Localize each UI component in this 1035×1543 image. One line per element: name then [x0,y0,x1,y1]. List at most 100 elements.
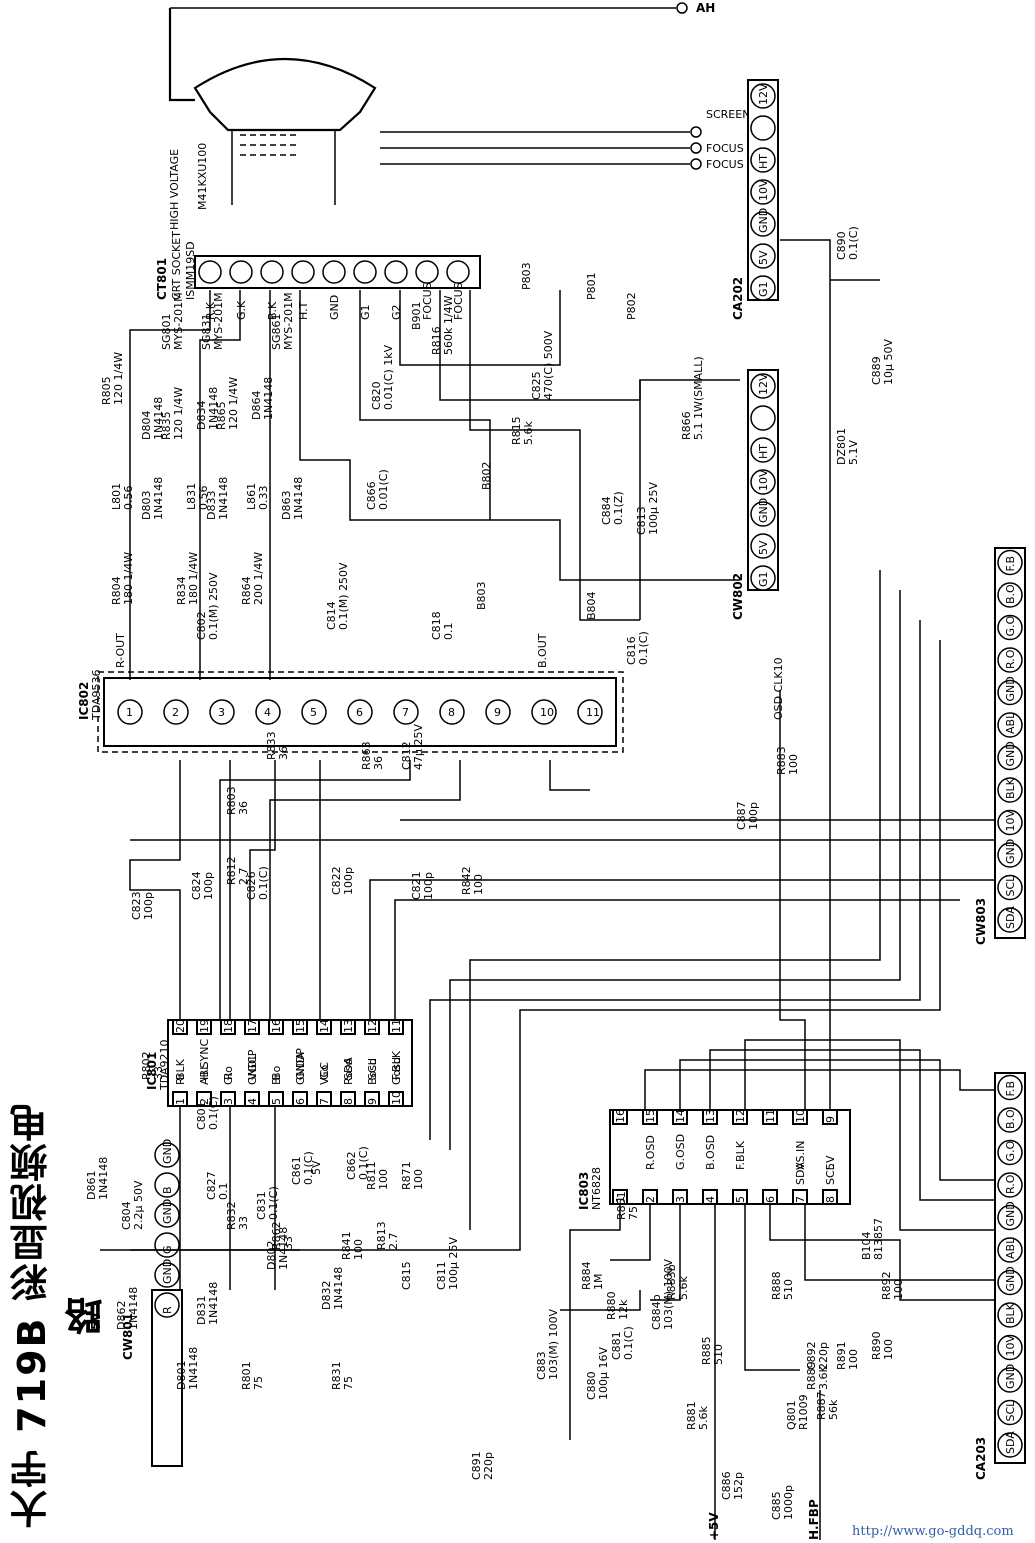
ic801-pin-name: GNDL [246,1053,259,1085]
socket-pin-label: H.T [297,301,310,320]
connector-pin-label: HT [757,444,770,459]
component-value: 5.1 1W(SMALL) [692,356,705,440]
component-ref: R834 [175,576,188,605]
component-value: R1009 [797,1394,810,1430]
connector-pin-label: R.O [1004,649,1017,669]
socket-pin [198,260,222,284]
component-value: 180 1/4W [122,552,135,605]
component-ref: C818 [430,611,443,640]
ic803-pin-name: F.BLK [734,1140,747,1170]
connector-pin [997,777,1023,803]
connector-pin [997,907,1023,933]
component-ref: C831 [255,1191,268,1220]
connector-pin [997,1237,1023,1263]
component-ref: R891 [835,1341,848,1370]
component-value: 100μ 25V [447,1237,460,1290]
ic801-pin-name: Bo [270,1065,283,1080]
component-ref: C866 [365,481,378,510]
ic803-part: NT6828 [590,1167,603,1210]
ic803-pin-number: 7 [794,1196,807,1203]
component-ref: D864 [250,391,263,420]
ic801-pin-name: Go [318,1064,331,1080]
ic803-pin-box [732,1109,748,1125]
component-ref: SG831 [200,313,213,350]
ic802-body [103,677,617,747]
ic802-pin [393,699,419,725]
connector-pin [997,809,1023,836]
component-ref: L831 [185,483,198,510]
component-value: 0.1(C) [257,866,270,900]
component-value: MYS-201M [212,292,225,350]
connector-pin-label: HT [757,154,770,169]
connector-pin-label: ABL [1004,1237,1017,1259]
ic801-pin-name: Rosd [342,1058,355,1085]
component-value: 1N4148 [292,477,305,520]
ic801-pin-name: F.BLK [390,1050,403,1080]
component-value: 3.6K [817,1365,830,1390]
ic803-pin-number: 3 [674,1196,687,1203]
connector-pin [997,1334,1023,1361]
component-value: 75 [252,1376,265,1390]
component-ref: R887 [815,1391,828,1420]
ic801-pin-box [364,1091,380,1107]
focus1-terminal [690,142,702,154]
component-value: 1N4148 [217,477,230,520]
ic801-pin-box [340,1019,356,1035]
connector-pin-label: 10V [757,469,770,491]
ic803-pin-number: 12 [734,1109,747,1123]
component-ref: Q801 [785,1400,798,1430]
socket-pin-label: G.K [235,300,248,320]
component-value: 103(M) 100V [547,1308,560,1380]
component-ref: R804 [110,576,123,605]
socket-part: ISMM19SD [184,241,197,300]
connector-pin-label: F.B [1004,1081,1017,1097]
component-value: 75 [342,1376,355,1390]
component-ref: D863 [280,491,293,520]
socket-pin [229,260,253,284]
component-ref: C884 [600,496,613,525]
component-value: 100 [847,1349,860,1370]
connector-pin [750,83,776,109]
component-ref: P803 [520,262,533,290]
component-ref: C892 [805,1341,818,1370]
ic801-vcc-note: 5V [310,1160,323,1175]
ic801-pin-number: 12 [366,1019,379,1033]
connector-pin-label: R.O [1004,1174,1017,1194]
component-value: 1N4148 [332,1267,345,1310]
connector-pin [154,1292,180,1318]
connector-pin-label: G.O [1004,615,1017,636]
component-value: 33 [282,1236,295,1250]
component-value: 813857 [872,1218,885,1260]
component-ref: C804 [120,1201,133,1230]
component-ref: C812 [400,741,413,770]
connector-pin-label: F.B [1004,556,1017,572]
ic802-outline [97,671,624,753]
cw803-ref: CW803 [974,898,988,945]
ic801-pin-name: VGCP [246,1049,259,1080]
component-ref: R816 [430,326,443,355]
connector-pin [154,1142,180,1168]
wiring [100,239,995,1540]
ic801-pin-number: 10 [390,1091,403,1105]
ic801-pin-number: 13 [342,1019,355,1033]
connector-pin [750,275,776,301]
connector-pin-label: G1 [757,281,770,297]
ic802-pin [439,699,465,725]
connector-pin [997,679,1023,706]
component-ref: C886 [720,1471,733,1500]
component-ref: C813 [635,506,648,535]
ic803-pin-box [822,1189,838,1205]
component-value: 100 [352,1239,365,1260]
socket-pin-label: FOCUS [421,282,434,320]
component-value: 12k [617,1299,630,1320]
ic801-pin-number: 15 [294,1019,307,1033]
ic803-body [609,1109,851,1205]
ic802-pin [485,699,511,725]
ic803-pin-number: 9 [824,1116,837,1123]
component-value: 2.7 [387,1233,400,1251]
component-ref: C887 [735,801,748,830]
component-ref: C801 [195,1101,208,1130]
ic802-pin [577,699,603,725]
connector-pin-label: 10V [1004,810,1017,832]
ic801-pin-box [268,1091,284,1107]
